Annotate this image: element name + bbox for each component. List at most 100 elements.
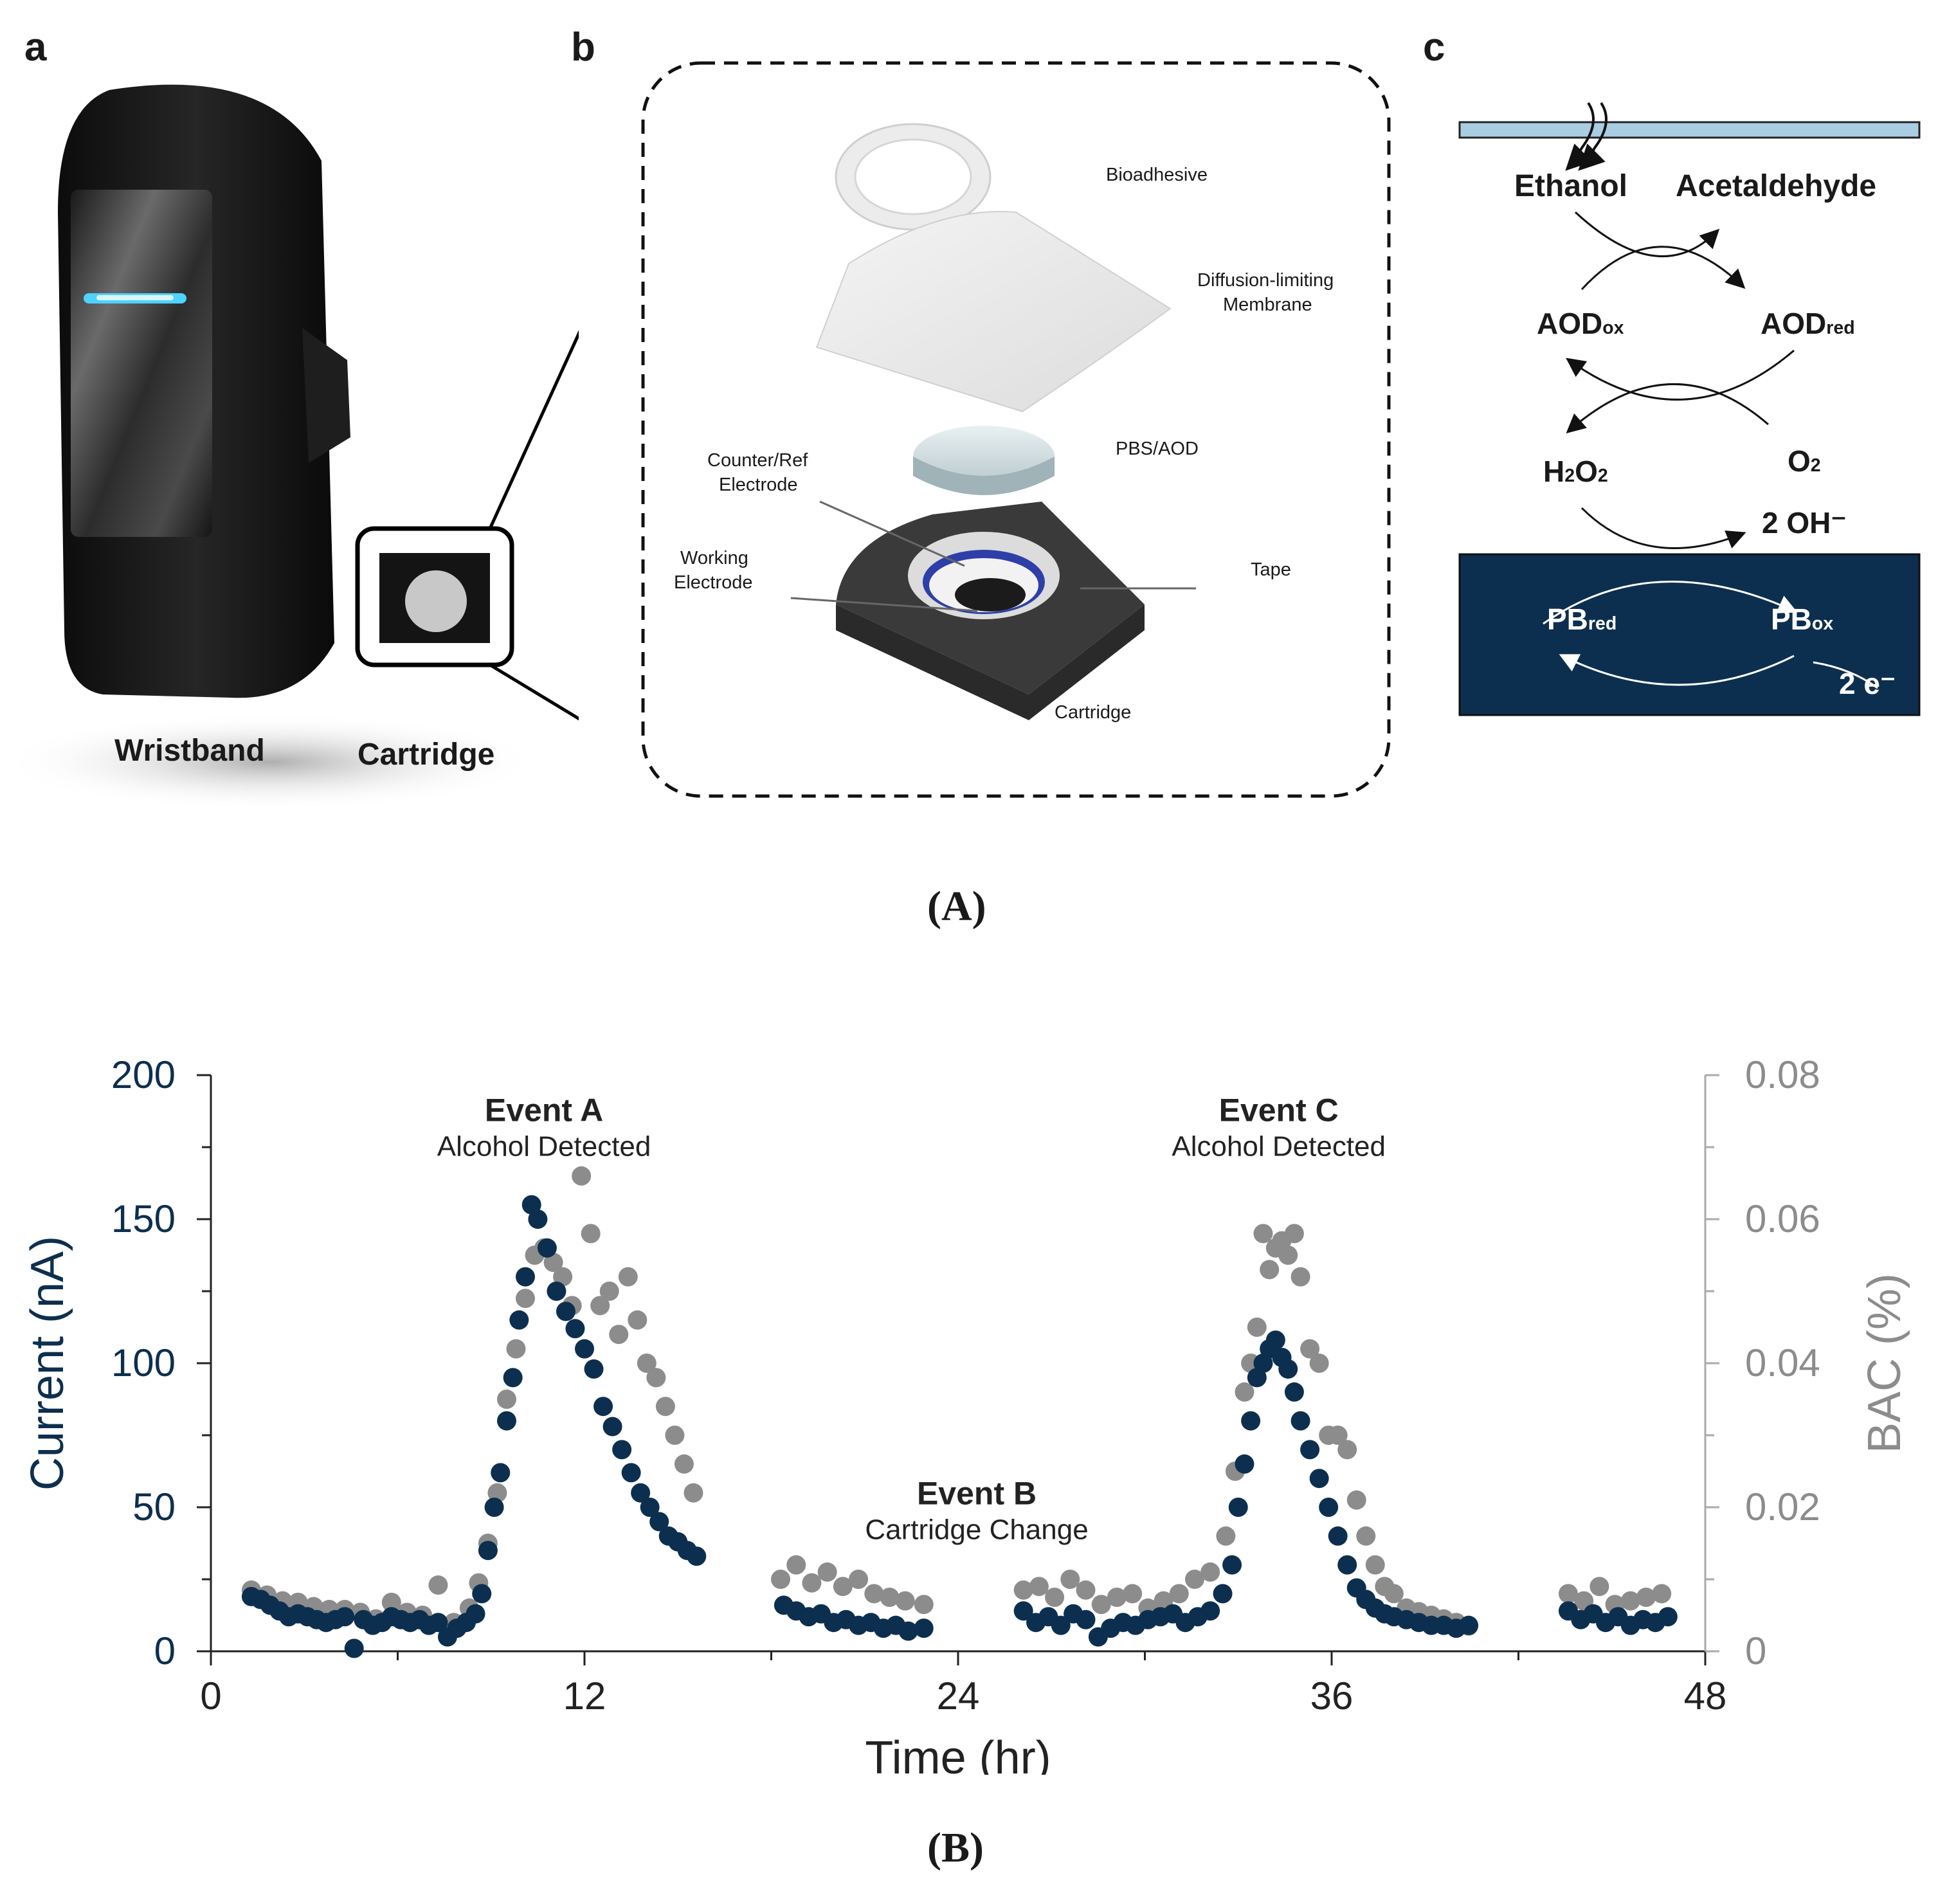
current-point [1213, 1584, 1233, 1604]
event-description: Alcohol Detected [437, 1131, 651, 1163]
bac-point [1013, 1580, 1033, 1600]
bac-point [1091, 1595, 1111, 1615]
bac-point [833, 1577, 853, 1597]
current-point [649, 1512, 669, 1532]
acetaldehyde-label: Acetaldehyde [1676, 169, 1877, 203]
bac-point [1184, 1570, 1204, 1589]
current-point [491, 1463, 511, 1483]
current-point [1235, 1454, 1254, 1474]
bac-point [674, 1454, 694, 1474]
diffusion-membrane [815, 211, 1172, 413]
wristband-label: Wristband [114, 734, 265, 768]
current-point [428, 1613, 448, 1633]
bac-point [655, 1397, 675, 1417]
y-right-tick-label: 0 [1745, 1629, 1766, 1673]
membrane-label-2: Membrane [1223, 295, 1312, 315]
bac-point [786, 1555, 806, 1575]
bac-point [637, 1354, 657, 1373]
current-point [1076, 1609, 1096, 1629]
bac-point [516, 1289, 536, 1309]
bac-point [1235, 1382, 1254, 1402]
current-point [521, 1195, 541, 1215]
event-title: Event A [485, 1093, 603, 1129]
y-right-tick-label: 0.04 [1745, 1341, 1820, 1384]
current-point [1290, 1411, 1310, 1431]
counter-ref-label-2: Electrode [719, 475, 798, 495]
y-left-axis-title: Current (nA) [22, 1236, 73, 1491]
working-electrode [955, 578, 1026, 612]
current-point [344, 1638, 364, 1658]
y-left-tick-label: 50 [132, 1485, 176, 1528]
panel-c-letter: c [1423, 25, 1445, 69]
current-point [335, 1607, 355, 1627]
bac-point [1384, 1584, 1404, 1604]
y-left-tick-label: 100 [111, 1341, 176, 1384]
bac-point [618, 1267, 638, 1287]
current-point [503, 1368, 523, 1388]
current-point [496, 1411, 516, 1431]
bioadhesive-label: Bioadhesive [1106, 165, 1208, 185]
caption-b: (B) [927, 1824, 984, 1871]
x-tick-label: 12 [563, 1674, 606, 1718]
current-point [1253, 1354, 1273, 1373]
bac-point [1076, 1580, 1096, 1600]
ethanol-label: Ethanol [1514, 169, 1627, 203]
counter-ref-label-1: Counter/Ref [707, 450, 808, 471]
bac-point [609, 1325, 629, 1345]
x-axis-title: Time (hr) [865, 1732, 1051, 1775]
bac-point [1558, 1584, 1578, 1604]
current-point [1228, 1498, 1248, 1517]
bac-point [487, 1483, 507, 1503]
bac-point [1200, 1562, 1220, 1582]
current-point [1200, 1601, 1220, 1621]
reaction-scheme [1458, 102, 1921, 716]
current-point [466, 1604, 485, 1624]
y-right-tick-label: 0.06 [1745, 1197, 1820, 1240]
bac-point [1045, 1588, 1065, 1607]
current-point [602, 1417, 622, 1437]
bac-point [1346, 1490, 1366, 1510]
bac-point [543, 1253, 563, 1273]
o2-label: O2 [1788, 444, 1821, 478]
current-point [1328, 1526, 1348, 1546]
exploded-view-diagram [641, 61, 1391, 798]
y-left-tick-label: 200 [111, 1053, 176, 1096]
bac-point [1260, 1260, 1280, 1280]
pb-ox-label: PBox [1771, 603, 1834, 636]
bac-point [1029, 1577, 1049, 1597]
current-point [1265, 1330, 1285, 1350]
current-point [584, 1359, 604, 1379]
current-point [1658, 1607, 1678, 1627]
bac-point [802, 1573, 822, 1593]
working-electrode-label-1: Working [680, 548, 748, 568]
caption-a: (A) [927, 883, 986, 930]
cartridge-part-label: Cartridge [1055, 702, 1132, 723]
bac-point [1123, 1584, 1143, 1604]
current-point [1319, 1498, 1339, 1517]
current-point [528, 1210, 548, 1229]
bac-point [628, 1310, 648, 1330]
event-title: Event B [917, 1476, 1037, 1512]
x-tick-label: 36 [1310, 1674, 1354, 1718]
bac-point [1060, 1570, 1080, 1589]
current-point [631, 1483, 651, 1503]
current-point [1459, 1615, 1479, 1635]
aod-red-label: AODred [1761, 307, 1855, 340]
h2o2-label: H2O2 [1543, 455, 1608, 488]
tape-label: Tape [1251, 559, 1291, 580]
y-right-tick-label: 0.08 [1745, 1053, 1820, 1096]
current-point [1278, 1359, 1298, 1379]
current-point [612, 1440, 632, 1460]
current-point [565, 1319, 585, 1339]
bac-point [553, 1267, 573, 1287]
shadow [0, 714, 540, 810]
bac-point [1169, 1584, 1189, 1604]
current-point [1309, 1469, 1329, 1489]
bac-point [599, 1282, 619, 1301]
x-tick-label: 0 [200, 1674, 221, 1718]
current-point [1222, 1555, 1242, 1575]
wristband-clasp [302, 328, 350, 463]
membrane-label-1: Diffusion-limiting [1197, 270, 1334, 291]
event-title: Event C [1219, 1093, 1339, 1129]
